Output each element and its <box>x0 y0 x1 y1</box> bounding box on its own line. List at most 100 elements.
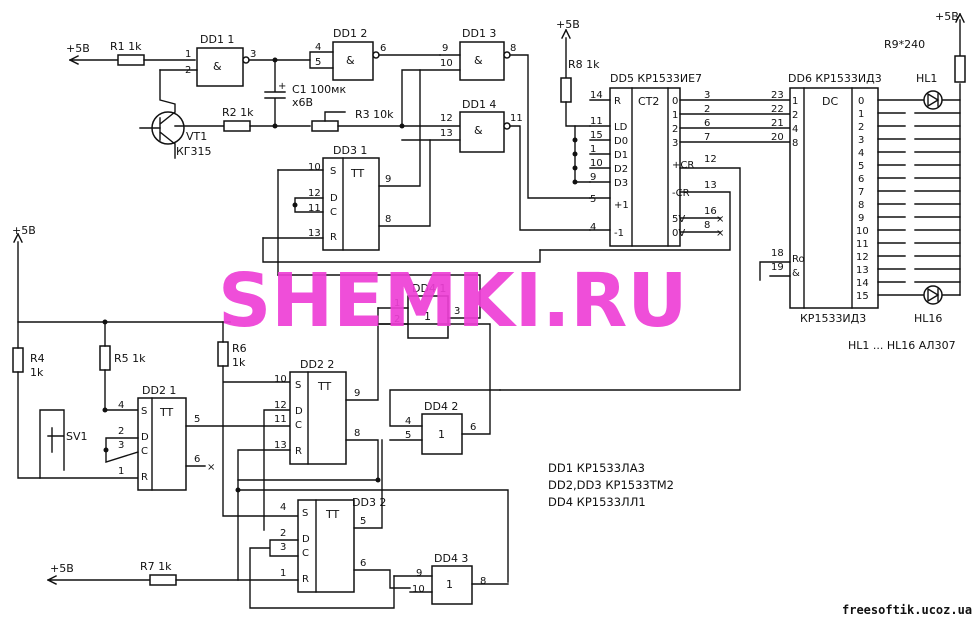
svg-text:12: 12 <box>704 154 717 165</box>
svg-text:R8 1k: R8 1k <box>568 58 600 71</box>
plus5v-left: +5B <box>12 224 231 323</box>
svg-text:DD1 4: DD1 4 <box>462 98 496 111</box>
svg-text:×: × <box>207 462 215 473</box>
svg-text:5: 5 <box>590 194 596 205</box>
svg-text:3: 3 <box>118 440 124 451</box>
svg-text:+5B: +5B <box>12 224 36 237</box>
svg-text:16: 16 <box>704 206 717 217</box>
svg-text:R: R <box>614 96 621 107</box>
svg-text:22: 22 <box>771 104 784 115</box>
svg-text:&: & <box>792 268 800 279</box>
svg-text:3: 3 <box>250 49 256 60</box>
svg-text:D1: D1 <box>614 150 628 161</box>
svg-text:D3: D3 <box>614 178 628 189</box>
svg-text:23: 23 <box>771 90 784 101</box>
svg-text:R: R <box>302 574 309 585</box>
svg-text:2: 2 <box>858 122 864 133</box>
svg-text:TT: TT <box>325 508 340 521</box>
svg-text:HL16: HL16 <box>914 312 942 325</box>
svg-text:4: 4 <box>792 124 798 135</box>
svg-text:HL1: HL1 <box>916 72 937 85</box>
decoder-outputs: 0 1 2 3 4 5 6 7 8 9 10 11 12 13 14 15 <box>856 83 961 302</box>
resistor-r1: R1 1k <box>110 40 196 66</box>
svg-text:D: D <box>330 193 338 204</box>
svg-text:+: + <box>278 81 286 92</box>
svg-text:S: S <box>141 406 147 417</box>
svg-text:1k: 1k <box>30 366 44 379</box>
svg-text:1: 1 <box>792 96 798 107</box>
svg-text:+5B: +5B <box>556 18 580 31</box>
svg-text:1: 1 <box>424 310 431 323</box>
svg-text:7: 7 <box>858 187 864 198</box>
svg-text:2: 2 <box>792 110 798 121</box>
svg-text:10: 10 <box>308 162 321 173</box>
svg-text:3: 3 <box>672 138 678 149</box>
svg-text:3: 3 <box>704 90 710 101</box>
svg-text:12: 12 <box>856 252 869 263</box>
svg-text:D0: D0 <box>614 136 628 147</box>
svg-text:10: 10 <box>412 584 425 595</box>
svg-text:DC: DC <box>822 95 838 108</box>
svg-text:VT1: VT1 <box>186 130 207 143</box>
svg-text:S: S <box>330 166 336 177</box>
svg-text:C: C <box>330 207 337 218</box>
svg-text:13: 13 <box>440 128 453 139</box>
svg-text:11: 11 <box>590 116 603 127</box>
svg-text:1: 1 <box>446 578 453 591</box>
svg-text:R6: R6 <box>232 342 247 355</box>
svg-text:R: R <box>141 472 148 483</box>
svg-text:9: 9 <box>442 43 448 54</box>
svg-text:+1: +1 <box>614 200 629 211</box>
svg-text:8: 8 <box>385 214 391 225</box>
svg-text:8: 8 <box>704 220 710 231</box>
svg-text:×: × <box>716 214 724 225</box>
svg-text:4: 4 <box>118 400 124 411</box>
svg-text:-1: -1 <box>614 228 624 239</box>
resistor-r3: R3 10k <box>311 108 403 132</box>
resistor-r7: +5B R7 1k <box>47 560 299 586</box>
svg-text:8: 8 <box>480 576 486 587</box>
chip-legend: DD1 КР1533ЛА3 DD2,DD3 КР1533ТМ2 DD4 КР15… <box>548 461 674 509</box>
svg-text:&: & <box>346 54 355 67</box>
svg-text:1: 1 <box>185 49 191 60</box>
svg-text:6: 6 <box>194 454 200 465</box>
svg-text:КГ315: КГ315 <box>176 145 212 158</box>
svg-text:+5B: +5B <box>50 562 74 575</box>
resistor-r5: R5 1k <box>99 319 146 413</box>
transistor-vt1: VT1 КГ315 <box>139 69 212 159</box>
svg-text:R: R <box>330 232 337 243</box>
svg-text:DD2 1: DD2 1 <box>142 384 176 397</box>
svg-text:х6В: х6В <box>292 96 313 109</box>
svg-text:1: 1 <box>280 568 286 579</box>
svg-text:2: 2 <box>672 124 678 135</box>
svg-text:DD4 3: DD4 3 <box>434 552 468 565</box>
svg-text:12: 12 <box>308 188 321 199</box>
svg-text:CT2: CT2 <box>638 95 659 108</box>
svg-text:6: 6 <box>704 118 710 129</box>
svg-text:DD3 2: DD3 2 <box>352 496 386 509</box>
svg-text:R2 1k: R2 1k <box>222 106 254 119</box>
svg-text:Ro: Ro <box>792 254 805 265</box>
svg-text:11: 11 <box>856 239 869 250</box>
svg-text:R9*240: R9*240 <box>884 38 925 51</box>
svg-text:5: 5 <box>360 516 366 527</box>
svg-text:18: 18 <box>771 248 784 259</box>
svg-text:10: 10 <box>440 58 453 69</box>
svg-text:DD1 КР1533ЛА3: DD1 КР1533ЛА3 <box>548 461 645 475</box>
svg-text:КР1533ИД3: КР1533ИД3 <box>800 312 866 325</box>
svg-text:2: 2 <box>704 104 710 115</box>
svg-text:6: 6 <box>380 43 386 54</box>
resistor-r4: R4 1k <box>12 321 139 479</box>
resistor-r9: +5B R9*240 <box>884 10 966 83</box>
svg-text:R4: R4 <box>30 352 45 365</box>
svg-text:3: 3 <box>858 135 864 146</box>
svg-text:SV1: SV1 <box>66 430 88 443</box>
svg-text:6: 6 <box>360 558 366 569</box>
svg-text:DD1 1: DD1 1 <box>200 33 234 46</box>
svg-text:0V: 0V <box>672 228 685 239</box>
svg-text:3: 3 <box>454 306 460 317</box>
svg-text:9: 9 <box>385 174 391 185</box>
svg-text:D: D <box>295 406 303 417</box>
